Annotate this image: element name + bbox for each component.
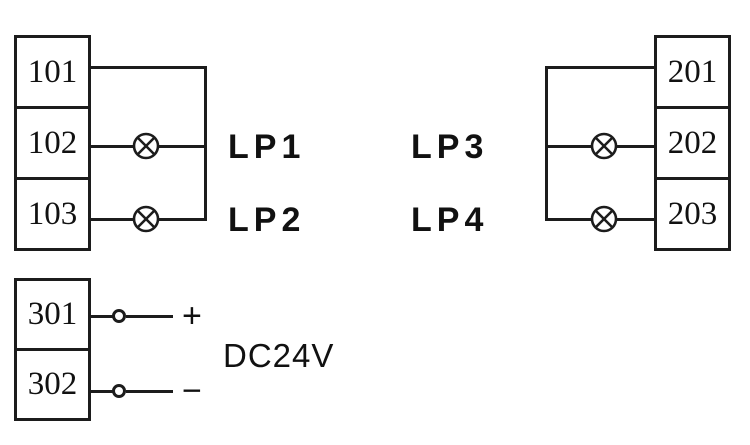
wire-right-common-vertical	[545, 66, 548, 221]
terminal-201: 201	[667, 53, 718, 90]
terminal-101: 101	[27, 53, 78, 90]
terminal-block-right: 201 202 203	[654, 35, 731, 251]
terminal-102: 102	[17, 106, 88, 177]
terminal-301: 301	[27, 296, 78, 332]
label-lp1: LP1	[228, 128, 306, 166]
terminal-203: 203	[657, 177, 728, 248]
label-lp2: LP2	[228, 201, 306, 239]
terminal-block-left: 101 102 103	[14, 35, 91, 251]
label-minus: −	[182, 372, 202, 410]
terminal-202: 202	[657, 106, 728, 177]
terminal-302: 302	[17, 348, 88, 418]
open-terminal-plus-icon	[112, 309, 126, 323]
wire-302-stub	[91, 390, 113, 393]
wire-plus-horizontal	[126, 315, 173, 318]
wire-201-horizontal	[545, 66, 654, 69]
label-lp3: LP3	[411, 128, 489, 166]
wire-left-common-vertical	[204, 66, 207, 221]
label-plus: +	[182, 297, 202, 335]
wire-101-horizontal	[91, 66, 207, 69]
label-supply-dc24v: DC24V	[223, 337, 335, 374]
terminal-103: 103	[17, 177, 88, 248]
lamp-lp2-icon	[132, 205, 160, 233]
lamp-lp4-icon	[590, 205, 618, 233]
wire-minus-horizontal	[126, 390, 173, 393]
label-lp4: LP4	[411, 201, 489, 239]
lamp-lp3-icon	[590, 132, 618, 160]
lamp-lp1-icon	[132, 132, 160, 160]
open-terminal-minus-icon	[112, 384, 126, 398]
wire-301-stub	[91, 315, 113, 318]
terminal-block-power: 301 302	[14, 278, 91, 421]
